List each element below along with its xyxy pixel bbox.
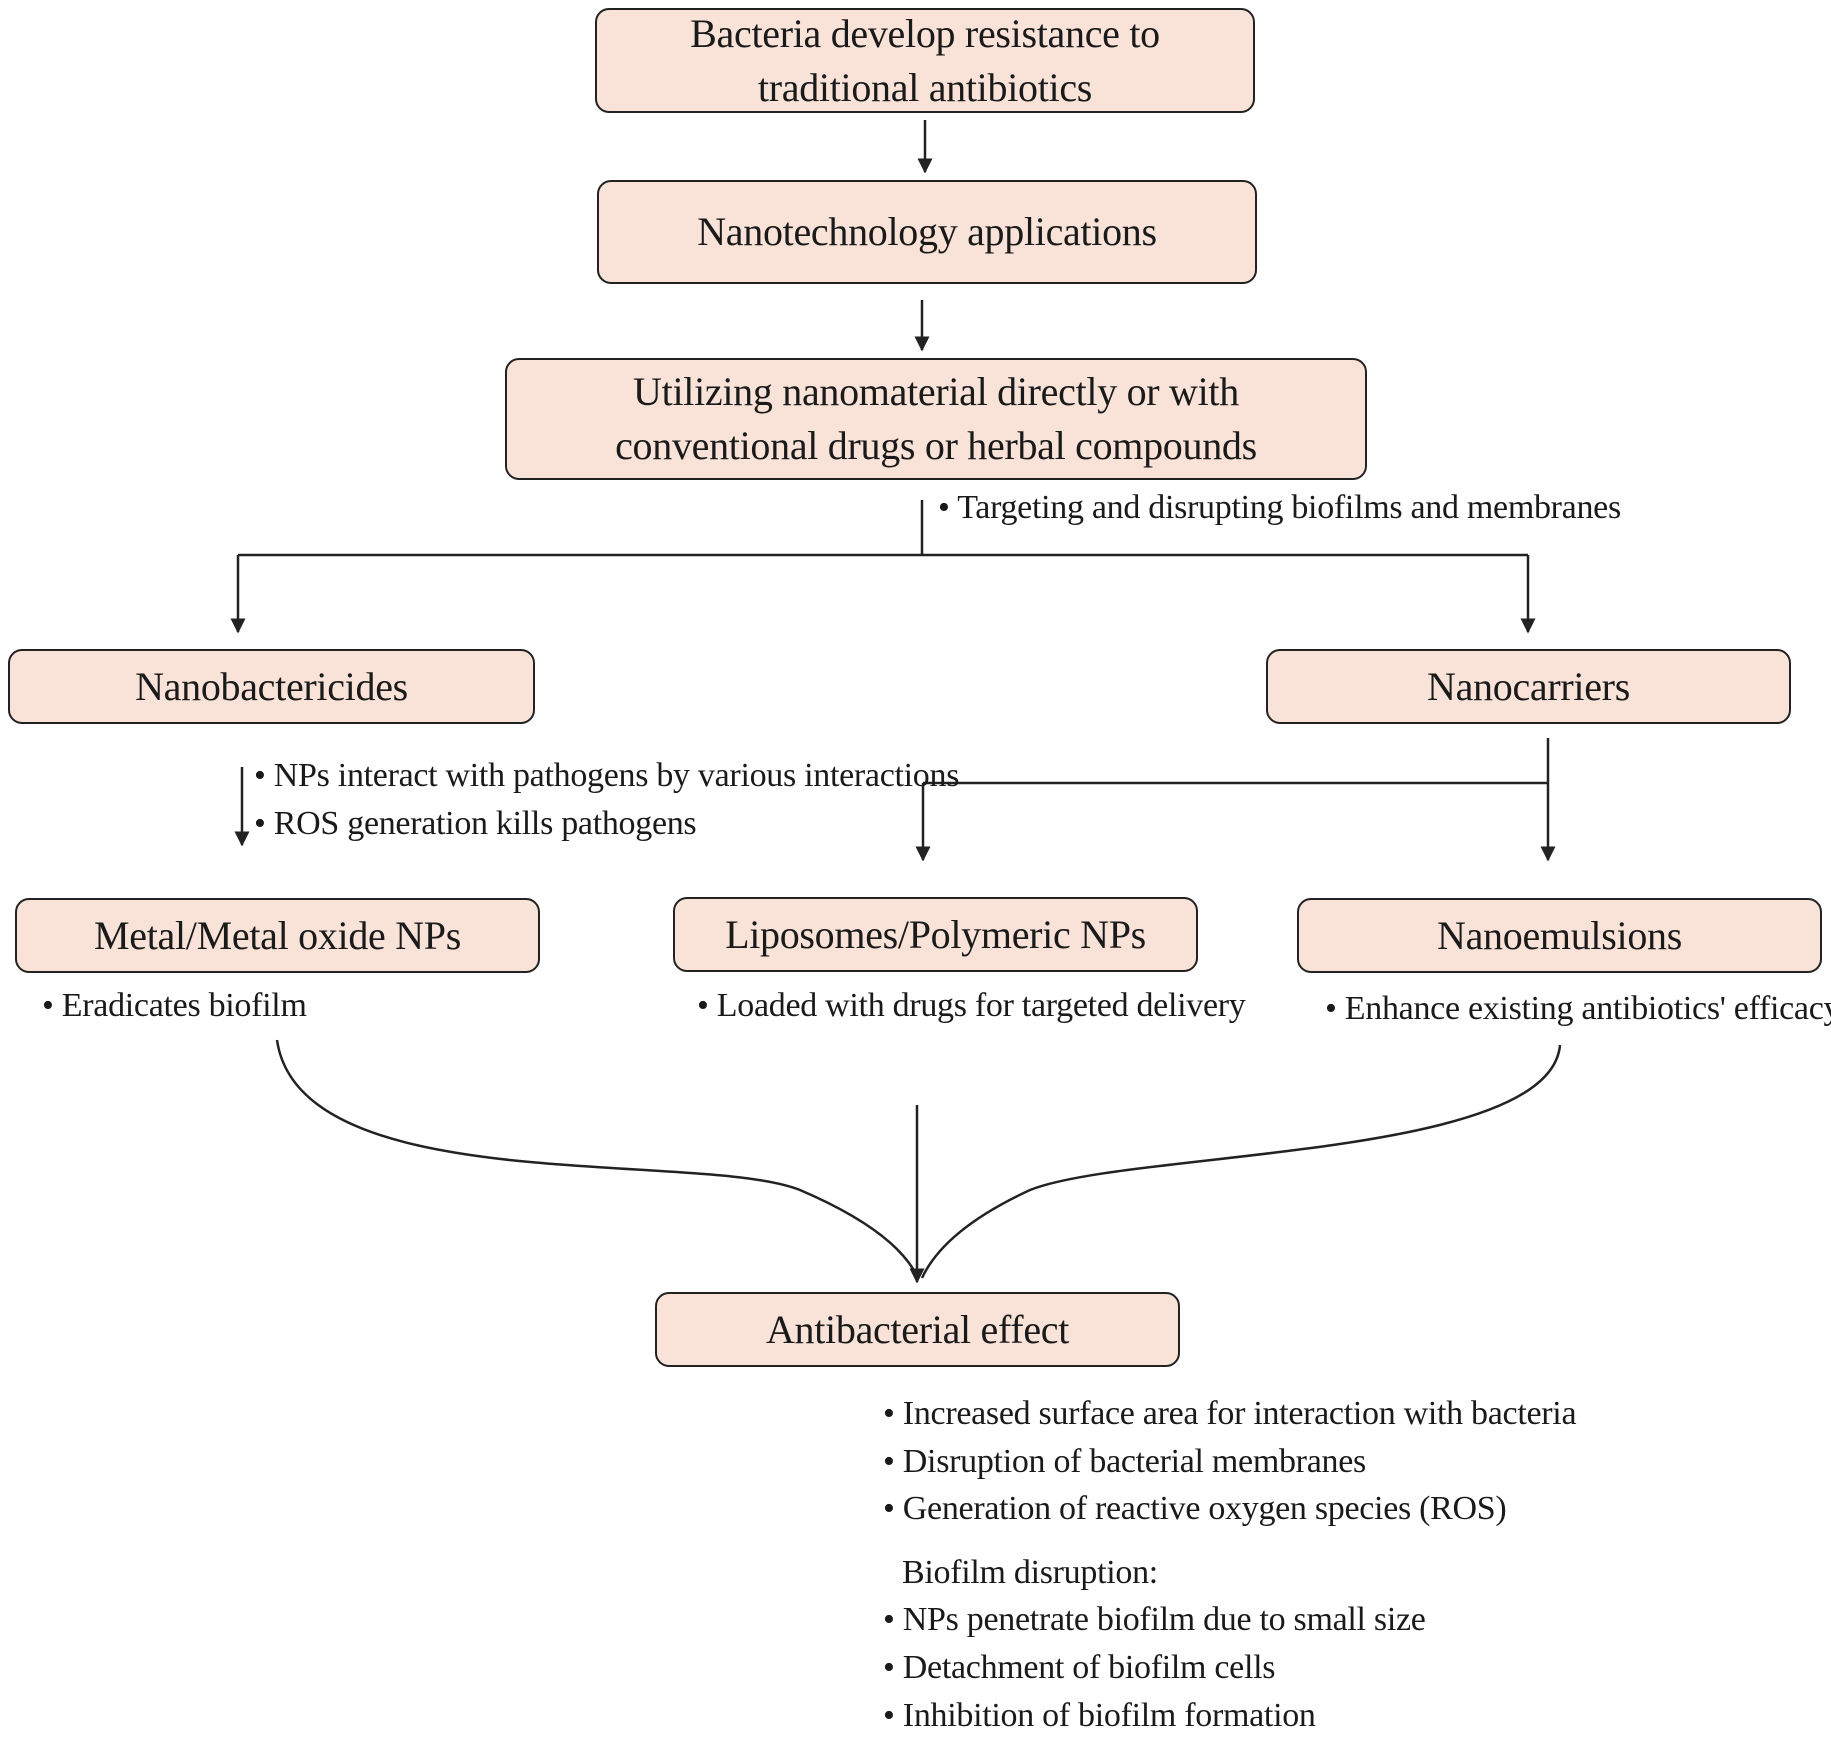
mechanism-item: • Increased surface area for interaction… xyxy=(883,1395,1577,1432)
note-liposomes: • Loaded with drugs for targeted deliver… xyxy=(697,987,1246,1024)
mechanism-item: • Generation of reactive oxygen species … xyxy=(883,1490,1507,1528)
note-nanobactericides-item: • NPs interact with pathogens by various… xyxy=(254,757,960,794)
node-nanobactericides: Nanobactericides xyxy=(8,649,535,724)
note-effect: • Increased surface area for interaction… xyxy=(883,1390,1577,1739)
curve-nanoemulsions-to-effect xyxy=(920,1044,1562,1279)
mechanism-item: • Disruption of bacterial membranes xyxy=(883,1442,1366,1480)
note-metal: • Eradicates biofilm xyxy=(42,987,307,1024)
curve-metal-to-effect xyxy=(275,1039,920,1279)
node-nanotech: Nanotechnology applications xyxy=(597,180,1257,284)
note-nanobactericides-item: • ROS generation kills pathogens xyxy=(254,804,697,842)
node-liposomes: Liposomes/Polymeric NPs xyxy=(673,897,1198,972)
node-antibacterial: Antibacterial effect xyxy=(655,1292,1180,1367)
note-nanobactericides: • NPs interact with pathogens by various… xyxy=(254,752,959,847)
note-targeting: • Targeting and disrupting biofilms and … xyxy=(938,489,1621,526)
biofilm-heading: Biofilm disruption: xyxy=(902,1553,1158,1591)
node-utilizing: Utilizing nanomaterial directly or with … xyxy=(505,358,1367,480)
biofilm-item: • Inhibition of biofilm formation xyxy=(883,1696,1316,1734)
node-metal: Metal/Metal oxide NPs xyxy=(15,898,540,973)
note-nanoemulsions: • Enhance existing antibiotics' efficacy xyxy=(1325,990,1831,1027)
biofilm-item: • NPs penetrate biofilm due to small siz… xyxy=(883,1601,1426,1639)
node-nanocarriers: Nanocarriers xyxy=(1266,649,1791,724)
node-resistance: Bacteria develop resistance to tradition… xyxy=(595,8,1255,113)
node-nanoemulsions: Nanoemulsions xyxy=(1297,898,1822,973)
biofilm-item: • Detachment of biofilm cells xyxy=(883,1648,1276,1686)
